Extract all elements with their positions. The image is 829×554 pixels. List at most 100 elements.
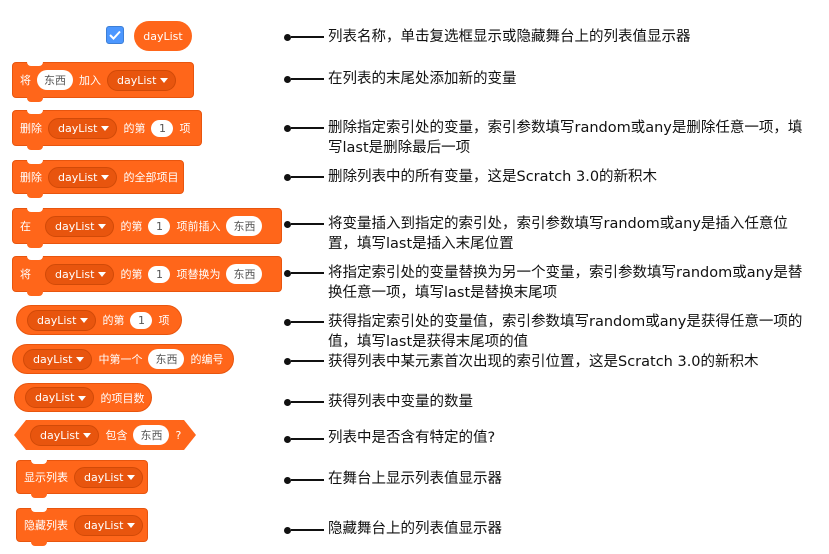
connector-line [284, 475, 324, 485]
description-add: 在列表的末尾处添加新的变量 [328, 71, 517, 87]
block-text: 的第 [120, 220, 143, 233]
item-input[interactable]: 东西 [37, 70, 73, 90]
list-dropdown[interactable]: dayList [45, 263, 115, 285]
block-text: 的编号 [190, 353, 224, 366]
block-text: 在 [20, 220, 31, 233]
description-show: 在舞台上显示列表值显示器 [328, 471, 502, 487]
dropdown-label: dayList [55, 219, 95, 233]
list-dropdown[interactable]: dayList [30, 425, 99, 446]
connector-line [284, 525, 324, 535]
chevron-down-icon [78, 395, 87, 401]
hide-list-block[interactable]: 隐藏列表 dayList [16, 508, 148, 546]
add-to-list-block[interactable]: 将 东西 加入 dayList [12, 62, 194, 102]
insert-item-block[interactable]: 在 dayList 的第 1 项前插入 东西 [12, 208, 282, 248]
dropdown-label: dayList [35, 391, 75, 404]
block-text: 将 [20, 74, 31, 87]
list-dropdown[interactable]: dayList [48, 166, 118, 188]
item-input[interactable]: 东西 [133, 425, 169, 445]
index-input[interactable]: 1 [148, 265, 171, 283]
block-text: 项替换为 [176, 268, 221, 281]
item-input[interactable]: 东西 [226, 216, 263, 236]
list-variable-reporter[interactable]: dayList [134, 21, 192, 51]
chevron-down-icon [101, 175, 110, 180]
block-text: 显示列表 [24, 471, 68, 484]
block-text: 包含 [105, 429, 128, 442]
description-list-name: 列表名称，单击复选框显示或隐藏舞台上的列表值显示器 [328, 29, 691, 45]
list-variable-label: dayList [143, 29, 183, 43]
dropdown-label: dayList [40, 428, 80, 442]
checkmark-icon [109, 30, 121, 40]
list-dropdown[interactable]: dayList [107, 69, 177, 91]
block-text: 删除 [20, 122, 42, 135]
description-delete-at: 删除指定索引处的变量，索引参数填写random或any是删除任意一项，填写las… [328, 120, 803, 156]
description-length: 获得列表中变量的数量 [328, 394, 473, 410]
description-contains: 列表中是否含有特定的值? [328, 430, 496, 446]
dropdown-label: dayList [58, 121, 98, 135]
index-input[interactable]: 1 [130, 311, 153, 329]
chevron-down-icon [127, 523, 136, 528]
list-dropdown[interactable]: dayList [27, 309, 97, 331]
replace-item-block[interactable]: 将 dayList 的第 1 项替换为 东西 [12, 256, 282, 296]
chevron-down-icon [98, 272, 107, 277]
item-input[interactable]: 东西 [148, 349, 185, 369]
connector-line [284, 434, 324, 444]
dropdown-label: dayList [84, 470, 124, 484]
index-input[interactable]: 1 [151, 119, 174, 137]
connector-line [284, 356, 324, 366]
item-of-list-reporter[interactable]: dayList 的第 1 项 [16, 305, 182, 335]
block-text: 隐藏列表 [24, 519, 68, 532]
block-text: 项 [158, 314, 170, 327]
delete-item-block[interactable]: 删除 dayList 的第 1 项 [12, 110, 202, 150]
index-input[interactable]: 1 [148, 217, 171, 235]
list-dropdown[interactable]: dayList [74, 466, 144, 488]
block-text: ? [175, 428, 182, 442]
chevron-down-icon [101, 126, 110, 131]
chevron-down-icon [80, 318, 89, 323]
list-dropdown[interactable]: dayList [48, 117, 118, 139]
index-of-item-reporter[interactable]: dayList 中第一个 东西 的编号 [12, 344, 234, 374]
connector-line [284, 397, 324, 407]
description-index-of: 获得列表中某元素首次出现的索引位置，这是Scratch 3.0的新积木 [328, 354, 759, 370]
block-text: 项前插入 [176, 220, 221, 233]
list-length-reporter[interactable]: dayList 的项目数 [14, 383, 152, 412]
dropdown-label: dayList [117, 73, 157, 87]
dropdown-label: dayList [55, 267, 95, 281]
chevron-down-icon [76, 357, 85, 362]
block-text: 的第 [123, 122, 146, 135]
block-text: 删除 [20, 171, 42, 184]
block-text: 将 [20, 268, 31, 281]
list-dropdown[interactable]: dayList [45, 215, 115, 237]
description-item-of: 获得指定索引处的变量值，索引参数填写random或any是获得任意一项的值，填写… [328, 314, 803, 350]
description-insert: 将变量插入到指定的索引处，索引参数填写random或any是插入任意位置，填写l… [328, 216, 788, 252]
block-text: 的第 [120, 268, 143, 281]
description-replace: 将指定索引处的变量替换为另一个变量，索引参数填写random或any是替换任意一… [328, 265, 803, 301]
show-list-checkbox[interactable] [106, 26, 124, 44]
description-hide: 隐藏舞台上的列表值显示器 [328, 521, 502, 537]
connector-line [284, 123, 324, 133]
connector-line [284, 219, 324, 229]
connector-line [284, 317, 324, 327]
dropdown-label: dayList [58, 170, 98, 184]
connector-line [284, 74, 324, 84]
delete-all-block[interactable]: 删除 dayList 的全部项目 [12, 160, 184, 198]
chevron-down-icon [83, 433, 91, 438]
show-list-block[interactable]: 显示列表 dayList [16, 460, 148, 498]
block-text: 中第一个 [98, 353, 143, 366]
block-text: 的第 [102, 314, 125, 327]
item-input[interactable]: 东西 [226, 264, 263, 284]
block-text: 的项目数 [100, 391, 145, 405]
list-dropdown[interactable]: dayList [25, 387, 95, 408]
chevron-down-icon [127, 475, 136, 480]
description-delete-all: 删除列表中的所有变量，这是Scratch 3.0的新积木 [328, 169, 658, 185]
dropdown-label: dayList [84, 518, 124, 532]
list-contains-boolean[interactable]: dayList 包含 东西 ? [14, 420, 196, 450]
list-dropdown[interactable]: dayList [23, 348, 93, 370]
dropdown-label: dayList [37, 313, 77, 327]
chevron-down-icon [160, 78, 169, 83]
list-dropdown[interactable]: dayList [74, 514, 144, 536]
block-text: 项 [179, 122, 191, 135]
chevron-down-icon [98, 224, 107, 229]
dropdown-label: dayList [33, 352, 73, 366]
block-text: 加入 [79, 74, 101, 87]
connector-line [284, 32, 324, 42]
